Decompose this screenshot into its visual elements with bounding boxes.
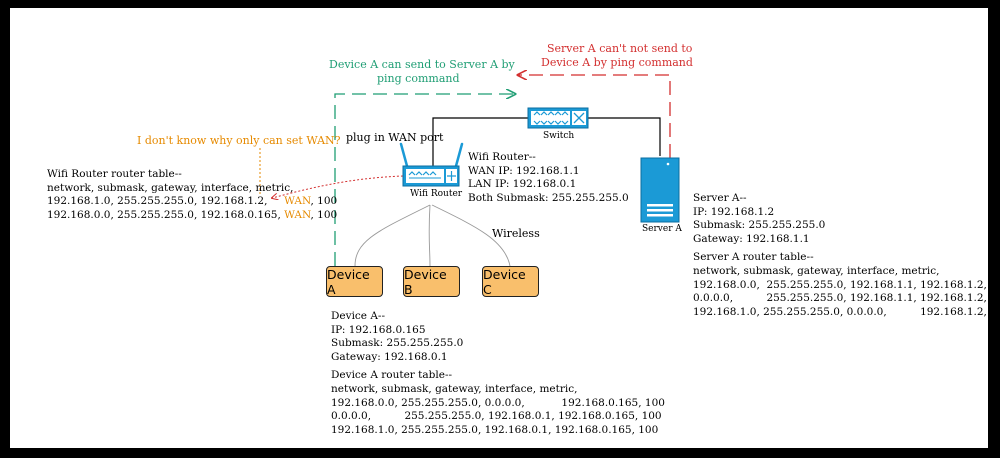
wifi-router-table: Wifi Router router table-- network, subm… [47,168,337,222]
device-c-box: Device C [482,266,539,297]
device-a-table-line: 192.168.1.0, 255.255.255.0, 192.168.0.1,… [331,423,659,436]
switch-label: Switch [543,131,575,141]
diagram-canvas: Switch Wifi Router Server A Device A can… [10,8,988,448]
server-icon [640,157,680,223]
wireless-link-c [431,204,511,267]
device-a-box: Device A [326,266,383,297]
switch-icon [527,107,589,129]
server-a-cannot-send-line1: Server A can't not send to [547,42,693,55]
server-label: Server A [642,224,682,234]
device-a-can-send-line1: Device A can send to Server A by [329,58,515,71]
device-a-info-line: Device A-- [331,310,386,322]
wifi-router-info-line: Wifi Router-- [468,151,536,163]
wifi-router-info: Wifi Router-- WAN IP: 192.168.1.1 LAN IP… [468,151,629,205]
device-a-table-line: Device A router table-- [331,369,453,382]
server-a-info-line: Submask: 255.255.255.0 [693,219,826,232]
device-a-table-line: network, submask, gateway, interface, me… [331,382,578,395]
wan-question: I don't know why only can set WAN? [137,134,341,147]
server-a-info-line: Gateway: 192.168.1.1 [693,232,810,245]
router-switch-link [432,117,528,170]
wan-interface-highlight: WAN [284,195,311,208]
device-a-table-line: 0.0.0.0, 255.255.255.0, 192.168.0.1, 192… [331,410,662,423]
server-a-table-line: 0.0.0.0, 255.255.255.0, 192.168.1.1, 192… [693,292,988,305]
wireless-link-a [354,204,431,267]
server-a-cannot-send-line2: Device A by ping command [541,56,693,69]
wifi-router-info-line: Both Submask: 255.255.255.0 [468,191,629,204]
wifi-router-info-line: LAN IP: 192.168.0.1 [468,178,577,191]
device-a-info: Device A-- IP: 192.168.0.165 Submask: 25… [331,310,665,437]
server-a-table-line: 192.168.0.0, 255.255.255.0, 192.168.1.1,… [693,278,988,291]
wifi-router-icon [399,142,464,187]
wifi-router-info-line: WAN IP: 192.168.1.1 [468,164,580,177]
router-label: Wifi Router [410,189,463,199]
red-ping-path [518,75,671,158]
device-a-info-line: IP: 192.168.0.165 [331,323,426,336]
device-a-info-line: Gateway: 192.168.0.1 [331,350,448,363]
server-a-info-line: IP: 192.168.1.2 [693,205,775,218]
server-a-table-line: network, submask, gateway, interface, me… [693,264,940,277]
device-a-can-send-line2: ping command [377,72,460,85]
device-a-table-line: 192.168.0.0, 255.255.255.0, 0.0.0.0, 192… [331,396,665,409]
wifi-router-table-row: 192.168.0.0, 255.255.255.0, 192.168.0.16… [47,208,338,221]
router-table-pointer [272,175,404,198]
plug-in-wan-note: plug in WAN port [346,131,444,144]
wifi-router-table-line: network, submask, gateway, interface, me… [47,181,294,194]
wan-interface-highlight: WAN [284,208,311,221]
server-a-table-line: 192.168.1.0, 255.255.255.0, 0.0.0.0, 192… [693,305,988,318]
device-a-info-line: Submask: 255.255.255.0 [331,337,464,350]
diagram-lines [259,8,680,267]
wireless-note: Wireless [492,227,540,240]
switch-server-link [588,117,661,156]
device-b-box: Device B [403,266,460,297]
green-ping-path [334,94,515,266]
server-a-info-line: Server A-- [693,192,747,204]
server-a-info: Server A-- IP: 192.168.1.2 Submask: 255.… [693,192,988,319]
wireless-link-b [428,204,431,267]
wifi-router-table-line: Wifi Router router table-- [47,168,182,180]
server-a-table-line: Server A router table-- [693,251,814,264]
wifi-router-table-row: 192.168.1.0, 255.255.255.0, 192.168.1.2,… [47,195,338,208]
